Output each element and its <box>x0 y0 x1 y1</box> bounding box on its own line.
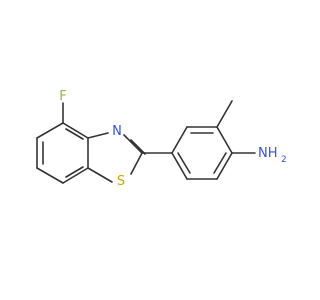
benzo-ring <box>36 122 89 184</box>
amine-label: NH <box>258 146 278 161</box>
amine-h-count: 2 <box>281 155 287 165</box>
structure-svg: F N S NH 2 <box>36 89 287 189</box>
thiazole-ring <box>87 132 146 183</box>
methyl-bond <box>216 100 233 128</box>
fluorine-label: F <box>59 89 66 104</box>
aniline-ring <box>171 126 233 180</box>
molecule-diagram: F N S NH 2 <box>36 89 287 189</box>
sulfur-label: S <box>117 174 125 189</box>
nitrogen-label: N <box>112 124 122 139</box>
